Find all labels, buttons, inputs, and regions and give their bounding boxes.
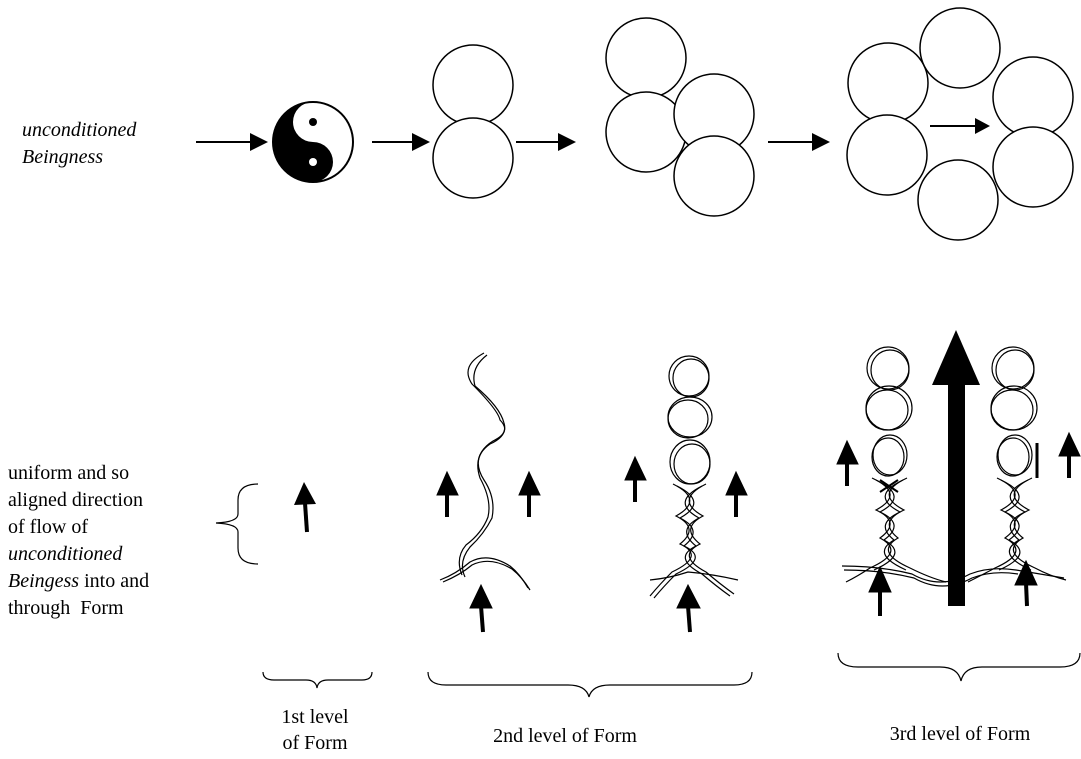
flow-note-line-5-plain: into and: [79, 570, 150, 592]
level-3-strand-b: [967, 346, 1067, 583]
flow-arrow-2: [372, 133, 430, 151]
level-3-strand-a: [845, 346, 947, 583]
level-3-label: 3rd level of Form: [889, 723, 1031, 745]
flow-arrow-4: [768, 133, 830, 151]
level-2-label: 2nd level of Form: [493, 725, 637, 747]
level-2-brace: [427, 671, 753, 698]
flow-note-line-5-italic: Beingess: [8, 570, 80, 592]
level-3-main-flow-arrow: [932, 330, 980, 606]
level-1-brace: [262, 671, 373, 689]
flow-arrow-1: [196, 133, 268, 151]
level-1-label-line-1: 1st level: [281, 706, 349, 728]
level-3-arrows: [836, 431, 1081, 616]
six-circle-form: [846, 7, 1074, 241]
flow-note-line-2: aligned direction: [8, 489, 143, 511]
level-3-base-strand-2: [843, 569, 1019, 587]
flow-note-line-4: unconditioned: [8, 543, 123, 565]
level-2-strand-b: [649, 355, 739, 599]
flow-note-line-6: through Form: [8, 597, 124, 619]
source-label-line-1: unconditioned: [22, 119, 137, 141]
flow-note-line-3: of flow of: [8, 516, 88, 538]
yin-yang-icon: [272, 101, 354, 183]
source-label-line-2: Beingness: [22, 146, 104, 168]
top-row: [196, 7, 1074, 241]
level-1-label-line-2: of Form: [282, 732, 348, 754]
flow-arrow-3: [516, 133, 576, 151]
level-3-brace: [837, 652, 1081, 682]
flow-note-line-5: Beingess into and: [8, 569, 149, 593]
level-2-arrows-a: [436, 470, 541, 633]
level-2-strand-a: [439, 352, 531, 591]
four-circle-form: [605, 17, 755, 217]
flow-note-brace: [215, 483, 259, 565]
level-1-flow-arrow: [294, 482, 316, 533]
two-circle-form: [432, 44, 514, 199]
flow-note-line-1: uniform and so: [8, 462, 130, 484]
level-2-arrows-b: [624, 455, 748, 633]
